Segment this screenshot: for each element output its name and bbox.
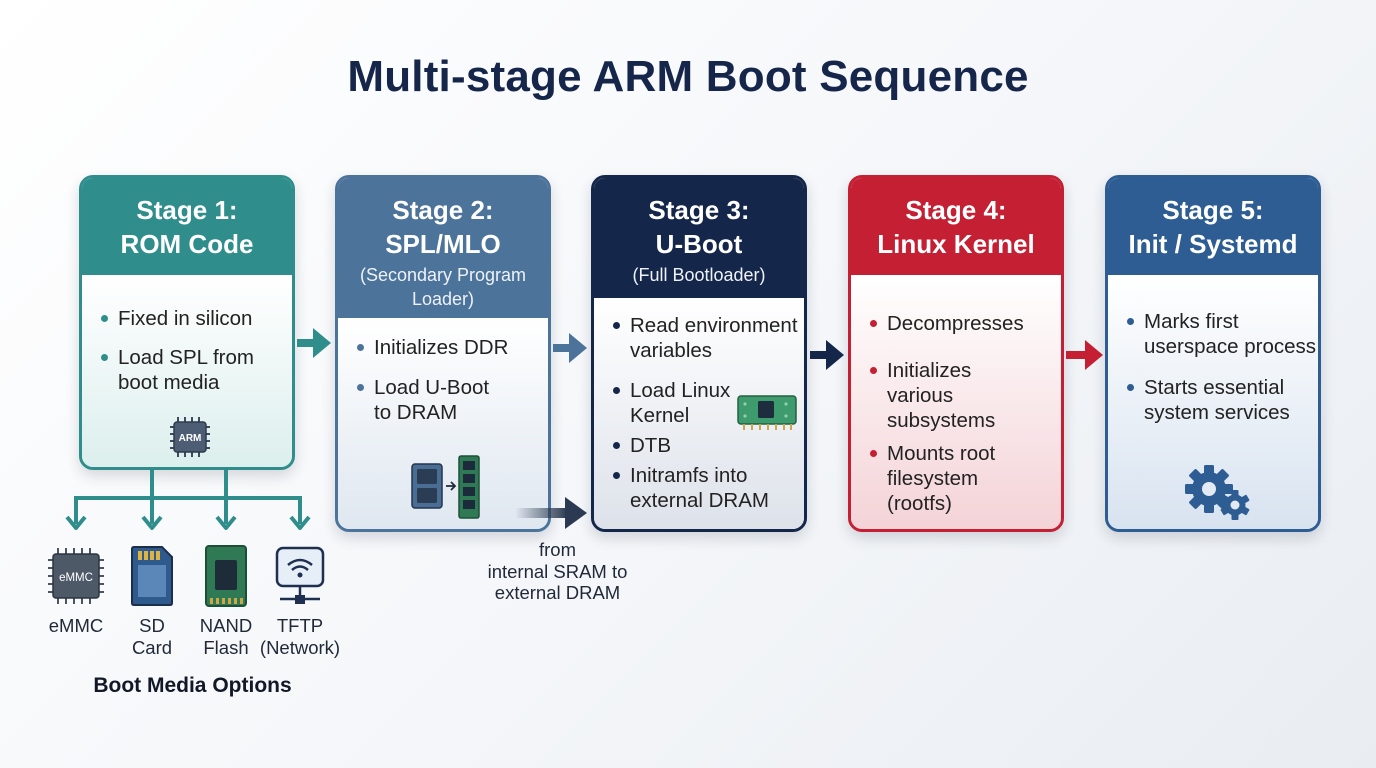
stage-5-name: Init / Systemd (1128, 229, 1298, 259)
transfer-note-line-2: internal SRAM to (487, 560, 628, 582)
arrow-stage4-to-stage5 (1066, 340, 1103, 370)
stage-4-bullet: Initializes various subsystems (851, 358, 1007, 433)
stage-5-body: Marks first userspace process Starts ess… (1108, 275, 1318, 529)
arrow-stage3-to-stage4 (810, 340, 844, 370)
stage-1-body: Fixed in silicon Load SPL from boot medi… (82, 275, 292, 467)
stage-5-card: Stage 5: Init / Systemd Marks first user… (1105, 175, 1321, 532)
stage-5-number: Stage 5: (1162, 195, 1264, 225)
boot-media-sd-label-1: SD (139, 615, 165, 636)
stage-4-bullet: Decompresses (851, 311, 1061, 336)
boot-media-nand: NAND Flash (186, 615, 266, 659)
stage-2-bullet: Load U-Boot to DRAM (338, 375, 509, 425)
emmc-chip-label: eMMC (59, 572, 93, 584)
boot-media-nand-label-2: Flash (203, 637, 249, 658)
stage-4-body: Decompresses Initializes various subsyst… (851, 275, 1061, 529)
boot-media-tftp-label-1: TFTP (276, 615, 324, 636)
boot-media-emmc-label: eMMC (48, 615, 104, 636)
memory-module-icon (737, 395, 797, 430)
stage-1-header: Stage 1: ROM Code (82, 178, 292, 275)
stage-5-bullet: Marks first userspace process (1108, 309, 1318, 359)
stage-2-subtitle: (Secondary Program Loader) (359, 265, 527, 309)
stage-4-number: Stage 4: (905, 195, 1007, 225)
stage-3-bullet: Load Linux Kernel (594, 378, 760, 428)
stage-1-bullet: Load SPL from boot media (82, 345, 278, 395)
boot-media-tftp-label-2: (Network) (259, 637, 341, 658)
arrow-stage2-to-stage3 (553, 333, 587, 363)
arm-chip-icon: ARM (170, 417, 210, 457)
transfer-note-line-3: external DRAM (494, 582, 621, 603)
arrow-stage1-to-stage2 (297, 328, 331, 358)
gears-icon (1185, 465, 1250, 520)
stage-2-body: Initializes DDR Load U-Boot to DRAM (338, 318, 548, 529)
stage-2-number: Stage 2: (392, 195, 494, 225)
stage-3-subtitle: (Full Bootloader) (632, 265, 766, 285)
stage-1-bullet: Fixed in silicon (82, 306, 292, 331)
stage-4-header: Stage 4: Linux Kernel (851, 178, 1061, 275)
emmc-chip-icon: eMMC (48, 548, 104, 604)
sd-card-icon (131, 546, 173, 606)
arm-chip-label: ARM (179, 433, 202, 444)
stage-3-body: Read environment variables Load Linux Ke… (594, 298, 804, 529)
stage-3-header: Stage 3: U-Boot (Full Bootloader) (594, 178, 804, 298)
stage-1-name: ROM Code (120, 229, 254, 259)
stage-3-name: U-Boot (655, 229, 743, 259)
nand-flash-icon (205, 545, 247, 607)
stage-3-bullet: Initramfs into external DRAM (594, 463, 800, 513)
sram-to-dram-icon (411, 455, 480, 519)
stage-2-name: SPL/MLO (385, 229, 501, 259)
stage-5-bullet: Starts essential system services (1108, 375, 1318, 425)
boot-media-nand-label-1: NAND (199, 615, 253, 636)
stage-5-header: Stage 5: Init / Systemd (1108, 178, 1318, 275)
stage-4-bullet: Mounts root filesystem (rootfs) (851, 441, 1037, 516)
stage-2-card: Stage 2: SPL/MLO (Secondary Program Load… (335, 175, 551, 532)
transfer-note-line-1: from (539, 539, 576, 560)
boot-media-connectors (65, 470, 311, 530)
stage-3-bullet: DTB (594, 433, 804, 458)
stage-2-bullet: Initializes DDR (338, 335, 548, 360)
boot-media-sd-card: SD Card (112, 615, 192, 659)
stage-3-bullet: Read environment variables (594, 313, 804, 363)
network-drive-icon (275, 546, 325, 604)
stage-3-number: Stage 3: (648, 195, 750, 225)
stage-1-card: Stage 1: ROM Code Fixed in silicon Load … (79, 175, 295, 470)
transfer-note: from internal SRAM to external DRAM (470, 539, 645, 604)
boot-media-emmc: eMMC (36, 615, 116, 637)
stage-3-card: Stage 3: U-Boot (Full Bootloader) Read e… (591, 175, 807, 532)
boot-media-sd-label-2: Card (131, 637, 173, 658)
stage-1-number: Stage 1: (136, 195, 238, 225)
page-title: Multi-stage ARM Boot Sequence (347, 52, 1029, 101)
stage-2-header: Stage 2: SPL/MLO (Secondary Program Load… (338, 178, 548, 318)
stage-4-card: Stage 4: Linux Kernel Decompresses Initi… (848, 175, 1064, 532)
stage-4-name: Linux Kernel (877, 229, 1035, 259)
boot-media-tftp: TFTP (Network) (250, 615, 350, 659)
boot-media-title: Boot Media Options (93, 674, 292, 697)
